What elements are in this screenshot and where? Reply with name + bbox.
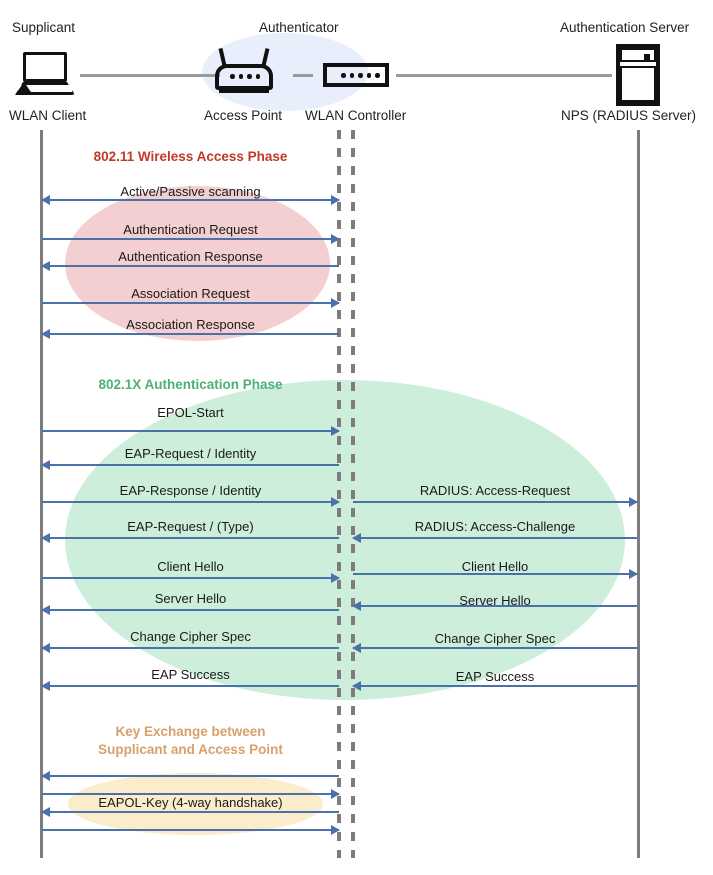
message-arrow (352, 533, 637, 543)
lifeline-supplicant (40, 130, 43, 858)
message-label: RADIUS: Access-Challenge (414, 519, 576, 534)
message-arrow (42, 426, 340, 436)
message-label: RADIUS: Access-Request (419, 483, 571, 498)
lifeline-auth-server (637, 130, 640, 858)
phase-ellipse-wireless-access (65, 186, 330, 341)
lifeline-wlan-controller (351, 130, 355, 858)
message-label: Association Response (126, 317, 255, 332)
message-arrow (352, 643, 637, 653)
actor-device-wlan-client: WLAN Client (9, 108, 87, 123)
actor-role-auth-server: Authentication Server (560, 20, 690, 35)
message-arrow (41, 261, 339, 271)
message-arrow (41, 460, 339, 470)
access-point-icon (215, 48, 273, 94)
message-arrow (352, 601, 637, 611)
message-arrow (41, 807, 339, 817)
message-label: EAP Success (455, 669, 535, 684)
message-arrow (352, 681, 637, 691)
message-arrow (41, 771, 339, 781)
message-arrow (42, 298, 340, 308)
phase-label-wireless-access: 802.11 Wireless Access Phase (93, 149, 288, 164)
message-label: EAP-Request / (Type) (127, 519, 254, 534)
message-label: EAPOL-Key (4-way handshake) (98, 795, 283, 810)
actor-role-supplicant: Supplicant (12, 20, 76, 35)
message-arrow (42, 825, 340, 835)
lifeline-access-point (337, 130, 341, 858)
message-label: Client Hello (157, 559, 224, 574)
actor-device-wlan-controller: WLAN Controller (305, 108, 407, 123)
wire-client-ap (80, 74, 220, 77)
message-label: Active/Passive scanning (120, 184, 261, 199)
message-label: EAP-Response / Identity (119, 483, 262, 498)
message-arrow (41, 643, 339, 653)
message-arrow (42, 497, 340, 507)
message-label: Server Hello (459, 593, 531, 608)
message-arrow (353, 569, 638, 579)
message-arrow (42, 789, 340, 799)
actor-device-access-point: Access Point (204, 108, 283, 123)
message-label: Authentication Response (118, 249, 263, 264)
message-arrow (41, 195, 339, 205)
actor-role-authenticator: Authenticator (259, 20, 339, 35)
wlan-controller-icon (323, 63, 389, 87)
message-label: Server Hello (154, 591, 227, 606)
actor-device-nps: NPS (RADIUS Server) (561, 108, 697, 123)
message-arrow (41, 605, 339, 615)
phase-label-dot1x: 802.1X Authentication Phase (98, 377, 283, 392)
message-label: Authentication Request (123, 222, 258, 237)
message-label: EAP Success (151, 667, 230, 682)
wire-controller-nps (396, 74, 612, 77)
message-label: Client Hello (461, 559, 529, 574)
message-arrow (41, 329, 339, 339)
message-arrow (41, 681, 339, 691)
message-arrow (42, 573, 340, 583)
message-label: Change Cipher Spec (130, 629, 251, 644)
message-label: EPOL-Start (157, 405, 224, 420)
wire-ap-controller (293, 74, 313, 77)
message-label: EAP-Request / Identity (124, 446, 257, 461)
authenticator-highlight (202, 33, 368, 111)
phase-label-key-exchange-line1: Key Exchange between (115, 724, 266, 739)
message-label: Change Cipher Spec (434, 631, 556, 646)
message-label: Association Request (131, 286, 250, 301)
phase-ellipse-key-exchange (68, 773, 323, 835)
server-icon (616, 44, 660, 106)
phase-ellipse-dot1x (65, 380, 625, 700)
phase-label-key-exchange-line2: Supplicant and Access Point (98, 742, 283, 757)
message-arrow (41, 533, 339, 543)
laptop-icon (15, 52, 75, 96)
message-arrow (42, 234, 340, 244)
message-arrow (353, 497, 638, 507)
